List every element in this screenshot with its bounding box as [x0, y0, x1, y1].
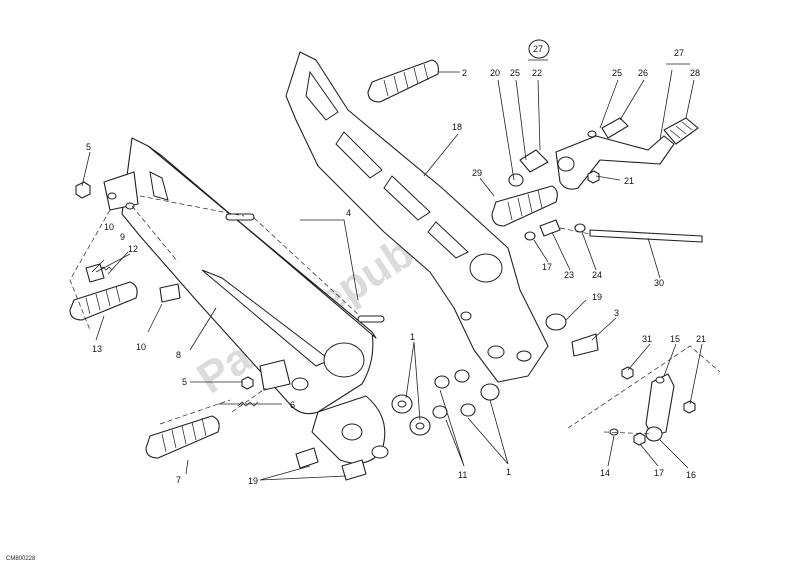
callout-3: 3 — [614, 308, 619, 318]
callout-16: 16 — [686, 470, 696, 480]
leader-lines — [81, 59, 703, 481]
callout-27: 27 — [674, 48, 684, 58]
footpeg-right-middle — [491, 185, 558, 227]
callout-6: 6 — [290, 400, 295, 410]
callout-22: 22 — [532, 68, 542, 78]
brake-lever-assembly — [508, 117, 703, 243]
callout-17-upper: 17 — [542, 262, 552, 272]
callout-1-upper: 1 — [410, 332, 415, 342]
callout-26: 26 — [638, 68, 648, 78]
callout-14: 14 — [600, 468, 610, 478]
centre-spacers — [391, 313, 599, 436]
callout-9: 9 — [120, 232, 125, 242]
callout-20: 20 — [490, 68, 500, 78]
callout-28: 28 — [690, 68, 700, 78]
right-footrest-bracket — [285, 51, 549, 383]
callout-labels: 2 4 5 5 6 7 8 9 10 10 12 13 18 19 19 1 1… — [86, 39, 706, 486]
callout-12: 12 — [128, 244, 138, 254]
callout-23: 23 — [564, 270, 574, 280]
callout-31: 31 — [642, 334, 652, 344]
callout-18: 18 — [452, 122, 462, 132]
footpeg-left-upper — [69, 281, 138, 321]
footpeg-left-lower — [145, 415, 220, 459]
callout-29: 29 — [472, 168, 482, 178]
callout-7: 7 — [176, 475, 181, 485]
callout-24: 24 — [592, 270, 602, 280]
callout-30: 30 — [654, 278, 664, 288]
assembly-dash-lines — [69, 195, 721, 435]
footpeg-upper-right — [367, 59, 439, 103]
callout-15: 15 — [670, 334, 680, 344]
callout-21-upper: 21 — [624, 176, 634, 186]
callout-8: 8 — [176, 350, 181, 360]
callout-25-right: 25 — [612, 68, 622, 78]
callout-25-left: 25 — [510, 68, 520, 78]
callout-4: 4 — [346, 208, 351, 218]
callout-10-lower: 10 — [136, 342, 146, 352]
linkage-assembly — [609, 366, 696, 446]
drawing-reference: CM800228 — [6, 556, 36, 562]
callout-19-right: 19 — [592, 292, 602, 302]
callout-17-lower: 17 — [654, 468, 664, 478]
callout-27-circled: 27 — [533, 44, 543, 54]
callout-27-circle — [528, 39, 550, 59]
left-footrest-bracket — [103, 137, 389, 464]
callout-19-left: 19 — [248, 476, 258, 486]
left-small-parts — [75, 181, 385, 481]
callout-1-lower: 1 — [506, 467, 511, 477]
callout-5-upper: 5 — [86, 142, 91, 152]
callout-21-lower: 21 — [696, 334, 706, 344]
callout-5-lower: 5 — [182, 377, 187, 387]
callout-10-upper: 10 — [104, 222, 114, 232]
callout-13: 13 — [92, 344, 102, 354]
callout-2: 2 — [462, 68, 467, 78]
callout-11: 11 — [458, 470, 467, 480]
